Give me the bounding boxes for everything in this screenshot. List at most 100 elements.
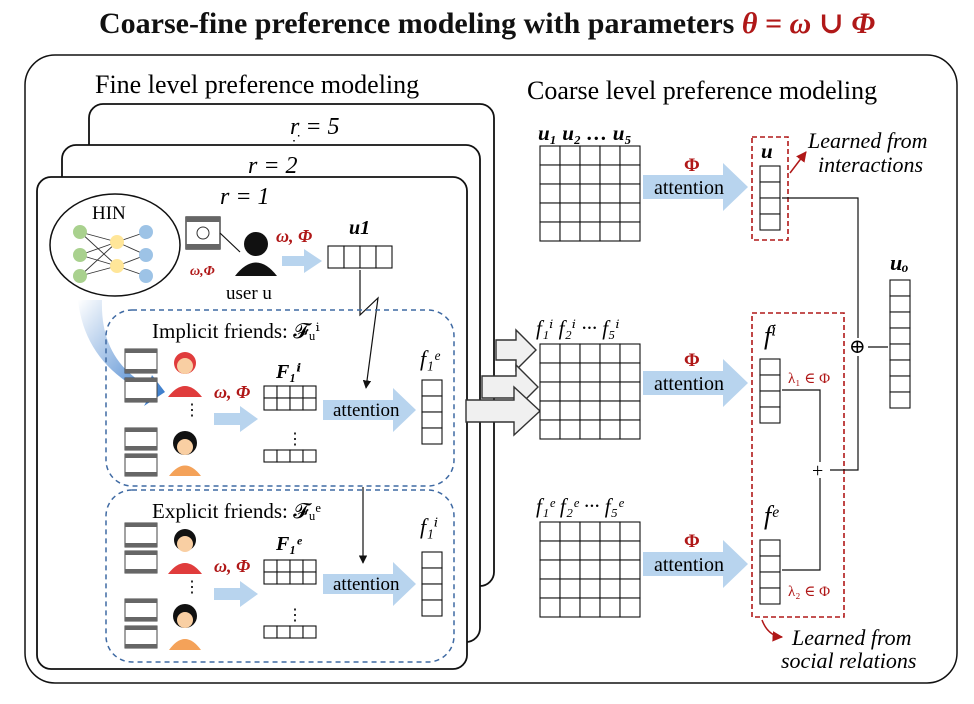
- learned-social-line2: social relations: [781, 648, 916, 673]
- coarse-matrix-implicit-cell: [539, 381, 561, 402]
- coarse-matrix-implicit-cell: [539, 400, 561, 421]
- explicit-matrix-cell: [276, 559, 291, 573]
- coarse-u-vector: [759, 165, 781, 231]
- coarse-matrix-implicit-cell: [559, 343, 581, 364]
- implicit-matrix-cell: [276, 385, 291, 399]
- coarse-matrix-users-cell: [579, 202, 601, 223]
- implicit-matrix-bottom-cell: [276, 449, 291, 463]
- coarse-u-vector-cell: [759, 197, 781, 215]
- coarse-matrix-users-cell: [559, 183, 581, 204]
- learned-interactions-line1: Learned from: [807, 128, 928, 153]
- coarse-matrix-implicit-cell: [579, 381, 601, 402]
- social-pointer: [761, 619, 784, 642]
- explicit-matrix-bottom-cell: [263, 625, 278, 639]
- coarse-phi-1: Φ: [684, 155, 700, 176]
- coarse-row1-matrix-label: u₁ u₂ … u₅: [538, 121, 632, 145]
- coarse-matrix-explicit-cell: [579, 559, 601, 580]
- user-label: user u: [226, 283, 272, 304]
- coarse-matrix-users-cell: [539, 221, 561, 242]
- implicit-vector-cell: [421, 411, 443, 429]
- implicit-attention-label: attention: [333, 400, 400, 421]
- coarse-matrix-explicit: [539, 521, 641, 618]
- coarse-matrix-users-cell: [559, 202, 581, 223]
- u-to-oplus-line: [782, 197, 859, 338]
- coarse-attention-1: Φ attention: [643, 155, 748, 211]
- coarse-matrix-implicit-cell: [559, 419, 581, 440]
- hin-graph: HIN: [49, 193, 181, 297]
- explicit-matrix-label: F₁ᵉ: [275, 533, 302, 555]
- coarse-fe-vector: [759, 539, 781, 605]
- coarse-matrix-users-cell: [539, 164, 561, 185]
- coarse-fi-vector-cell: [759, 406, 781, 424]
- coarse-matrix-explicit-cell: [619, 540, 641, 561]
- coarse-matrix-explicit-cell: [559, 578, 581, 599]
- output-vector-cell: [889, 391, 911, 409]
- coarse-matrix-explicit-cell: [579, 597, 601, 618]
- omega-phi-implicit: ω, Φ: [214, 382, 250, 402]
- card-r2-label: r = 2: [248, 153, 298, 179]
- hin-flow-arrow: [78, 300, 165, 406]
- coarse-matrix-explicit-cell: [599, 578, 621, 599]
- explicit-vector-label: f₁ⁱ: [420, 514, 438, 539]
- explicit-matrix-bottom-cell: [302, 625, 317, 639]
- output-vector: [889, 279, 911, 409]
- implicit-matrix-dots: ⋮: [287, 431, 303, 448]
- plus-to-oplus-line: [830, 356, 859, 471]
- coarse-row3-matrix-label: f₁ᵉ f₂ᵉ ··· f₅ᵉ: [536, 494, 625, 518]
- explicit-matrix-cell: [289, 559, 304, 573]
- coarse-matrix-implicit-cell: [539, 419, 561, 440]
- coarse-matrix-implicit-cell: [539, 362, 561, 383]
- output-label: uₒ: [890, 250, 909, 275]
- coarse-matrix-implicit-cell: [559, 400, 581, 421]
- coarse-matrix-users-cell: [559, 221, 581, 242]
- coarse-matrix-implicit-cell: [599, 343, 621, 364]
- explicit-label: Explicit friends: 𝓕ᵤᵉ: [152, 499, 322, 523]
- u1-to-attention-line: [359, 270, 379, 389]
- learned-interactions-line2: interactions: [818, 152, 923, 177]
- card-r5-label: r = 5: [290, 114, 340, 140]
- coarse-matrix-explicit-cell: [559, 559, 581, 580]
- u1-vector-cell: [359, 245, 377, 269]
- coarse-matrix-users-cell: [619, 221, 641, 242]
- u1-vector-cell: [343, 245, 361, 269]
- figure-title: Coarse-fine preference modeling with par…: [0, 6, 974, 41]
- coarse-matrix-users-cell: [559, 145, 581, 166]
- explicit-attention-arrow: [323, 562, 416, 606]
- coarse-matrix-users-cell: [579, 145, 601, 166]
- coarse-fi-vector-cell: [759, 390, 781, 408]
- implicit-vector: [421, 379, 443, 445]
- implicit-friend-2: [124, 427, 201, 477]
- output-vector-cell: [889, 375, 911, 393]
- coarse-matrix-explicit-cell: [539, 521, 561, 542]
- coarse-fi-label: fⁱ: [764, 321, 776, 350]
- implicit-matrix: [263, 385, 317, 463]
- implicit-vector-cell: [421, 379, 443, 397]
- explicit-friend-1: [124, 522, 202, 574]
- coarse-matrix-explicit-cell: [539, 540, 561, 561]
- coarse-matrix-users-cell: [599, 145, 621, 166]
- plus-symbol: +: [812, 460, 823, 482]
- explicit-matrix-cell: [263, 559, 278, 573]
- explicit-matrix: [263, 559, 317, 639]
- coarse-u-vector-cell: [759, 213, 781, 231]
- coarse-matrix-users-cell: [599, 164, 621, 185]
- coarse-attention-label-1: attention: [654, 177, 724, 199]
- coarse-attention-label-3: attention: [654, 554, 724, 576]
- explicit-attention-label: attention: [333, 574, 400, 595]
- explicit-panel: Explicit friends: 𝓕ᵤᵉ: [105, 489, 455, 663]
- explicit-vector-cell: [421, 551, 443, 569]
- coarse-matrix-implicit-cell: [579, 343, 601, 364]
- lambda2-label: λ₂ ∈ Φ: [788, 584, 830, 600]
- explicit-matrix-bottom-cell: [289, 625, 304, 639]
- coarse-matrix-implicit-cell: [599, 381, 621, 402]
- omega-phi-user: ω, Φ: [276, 226, 312, 246]
- coarse-matrix-users-cell: [539, 202, 561, 223]
- coarse-matrix-implicit-cell: [579, 419, 601, 440]
- implicit-matrix-cell: [276, 397, 291, 411]
- coarse-matrix-explicit-cell: [599, 521, 621, 542]
- coarse-matrix-users-cell: [619, 145, 641, 166]
- implicit-vector-label: f₁ᵉ: [420, 346, 441, 371]
- output-vector-cell: [889, 311, 911, 329]
- coarse-matrix-explicit-cell: [619, 559, 641, 580]
- fine-to-coarse-arrows: [465, 328, 542, 437]
